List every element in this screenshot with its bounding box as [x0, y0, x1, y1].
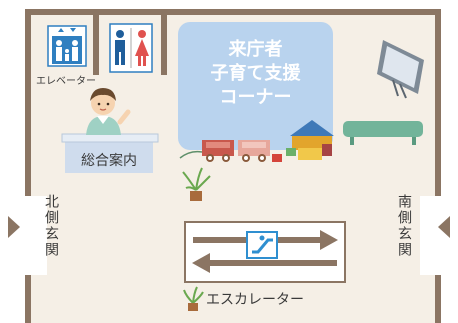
- tv-icon: [377, 40, 424, 99]
- walls: [25, 9, 441, 323]
- restroom-icon[interactable]: [109, 23, 153, 73]
- toy-blocks-icon: [286, 120, 334, 160]
- potted-plant-icon: [182, 167, 211, 201]
- reception-desk-top: [61, 133, 159, 143]
- kids-corner-line-2: 子育て支援: [210, 63, 301, 84]
- south-entrance-opening: [420, 196, 442, 275]
- bench-icon: [343, 121, 423, 145]
- elevator-label: エレベーター: [36, 76, 96, 87]
- kids-corner-line-3: コーナー: [219, 87, 292, 108]
- reception-staff-icon: [86, 88, 131, 135]
- south-entrance-label: 南側玄関: [396, 194, 412, 258]
- plant-small-icon: [183, 286, 204, 311]
- kids-corner-label: 来庁者 子育て支援 コーナー: [178, 38, 333, 110]
- kids-corner-line-1: 来庁者: [228, 39, 283, 60]
- south-entrance-arrow[interactable]: [438, 216, 450, 238]
- north-entrance-opening: [25, 196, 47, 275]
- reception-label: 総合案内: [81, 153, 137, 169]
- reception-desk[interactable]: [65, 140, 153, 173]
- elevator-icon[interactable]: [47, 25, 87, 67]
- kids-corner-area[interactable]: [178, 22, 333, 150]
- north-entrance-arrow[interactable]: [8, 216, 20, 238]
- toy-train-icon: [179, 140, 282, 162]
- north-entrance-label: 北側玄関: [43, 194, 59, 258]
- escalator-icon: [246, 231, 278, 259]
- escalator-label: エスカレーター: [206, 292, 304, 308]
